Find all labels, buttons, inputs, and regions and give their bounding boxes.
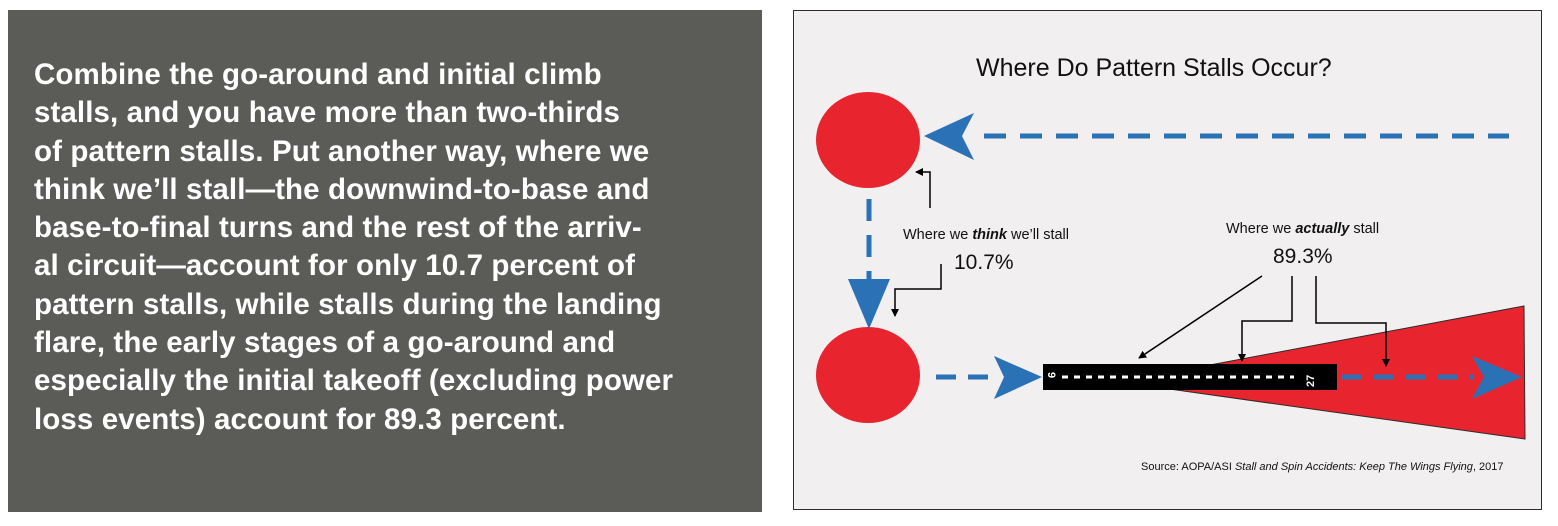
actual-leader-line-runway (1138, 275, 1263, 359)
think-leader-line-lower (891, 264, 942, 317)
departure-arrowhead (1472, 356, 1522, 399)
think-label-prefix: Where we (903, 227, 973, 243)
actual-label-emphasis: actually (1295, 221, 1350, 237)
diagram-panel: 9 27 Where Do Pattern Stalls Occur? Wher… (793, 10, 1542, 510)
article-line: stalls, and you have more than two-third… (34, 96, 621, 130)
think-leader-line-upper (915, 168, 931, 208)
think-label-emphasis: think (972, 227, 1007, 243)
final-arrowhead (994, 356, 1042, 399)
article-line: of pattern stalls. Put another way, wher… (34, 134, 650, 168)
article-line: loss events) account for 89.3 percent. (34, 402, 566, 436)
actual-label-suffix: stall (1349, 221, 1380, 237)
think-label: Where we think we’ll stall (903, 227, 1069, 243)
source-italic-title: Stall and Spin Accidents: Keep The Wings… (1234, 461, 1473, 473)
article-line: think we’ll stall—the downwind-to-base a… (34, 172, 650, 206)
runway-number-9: 9 (1045, 372, 1057, 378)
source-citation: Source: AOPA/ASI Stall and Spin Accident… (1141, 461, 1504, 473)
think-value: 10.7% (954, 251, 1014, 274)
source-prefix: Source: AOPA/ASI (1141, 461, 1235, 473)
downwind-arrowhead (924, 113, 974, 160)
actual-leader-line-mid (1238, 276, 1293, 362)
article-paragraph: Combine the go-around and initial climb … (34, 56, 754, 439)
runway-number-27: 27 (1305, 375, 1317, 387)
actual-leader-line-right (1315, 276, 1390, 367)
think-label-suffix: we’ll stall (1006, 227, 1069, 243)
base-arrowhead (848, 279, 890, 329)
article-line: al circuit—account for only 10.7 percent… (34, 249, 635, 283)
pattern-diagram: 9 27 (816, 92, 1526, 440)
upper-red-circle (816, 92, 920, 188)
article-line: base-to-final turns and the rest of the … (34, 211, 642, 245)
article-line: pattern stalls, while stalls during the … (34, 287, 662, 321)
article-line: especially the initial takeoff (excludin… (34, 364, 674, 398)
lower-red-circle (816, 327, 920, 423)
article-line: flare, the early stages of a go-around a… (34, 326, 616, 360)
source-suffix: , 2017 (1472, 461, 1504, 473)
article-text-panel: Combine the go-around and initial climb … (8, 10, 762, 512)
actual-label: Where we actually stall (1226, 221, 1379, 237)
actual-label-prefix: Where we (1226, 221, 1296, 237)
actual-value: 89.3% (1273, 245, 1333, 268)
diagram-title: Where Do Pattern Stalls Occur? (976, 54, 1332, 82)
article-line: Combine the go-around and initial climb (34, 58, 602, 91)
